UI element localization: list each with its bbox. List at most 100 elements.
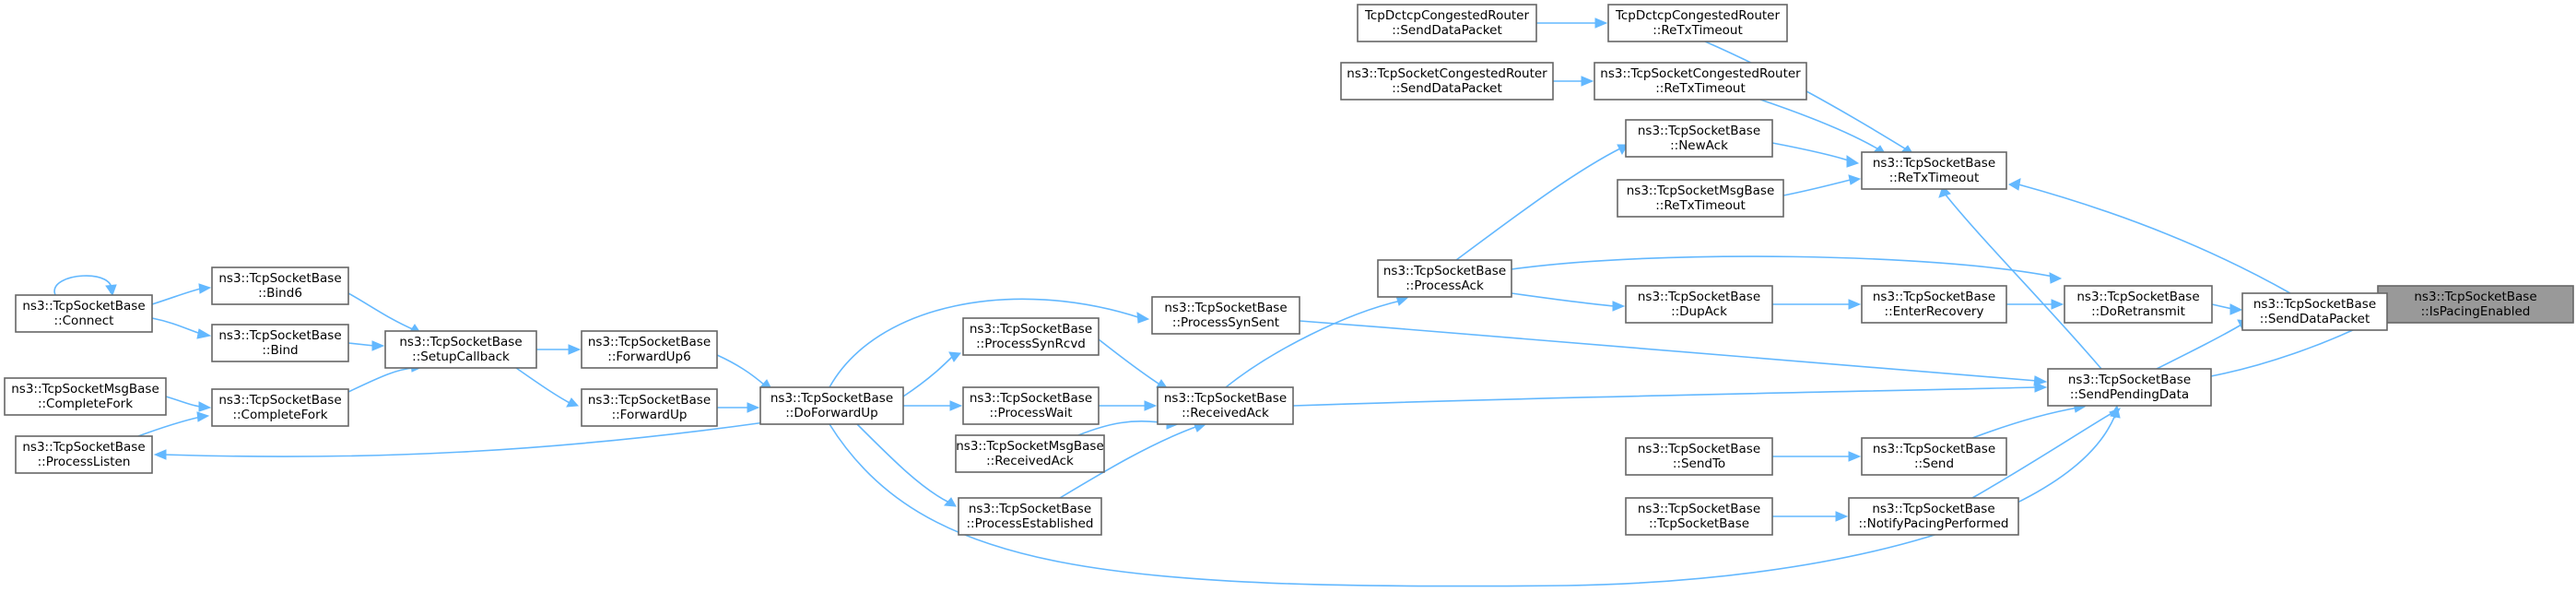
node-label-line1: ns3::TcpSocketCongestedRouter (1347, 66, 1547, 81)
node-label-line1: ns3::TcpSocketMsgBase (11, 382, 159, 397)
edge-line (347, 367, 416, 393)
node-sendpendingdata[interactable]: ns3::TcpSocketBase::SendPendingData (2047, 368, 2212, 407)
node-processlisten[interactable]: ns3::TcpSocketBase::ProcessListen (15, 435, 153, 474)
node-bind[interactable]: ns3::TcpSocketBase::Bind (211, 324, 349, 362)
node-label-line2: ::SendDataPacket (1392, 23, 1502, 38)
node-receivedack[interactable]: ns3::TcpSocketBase::ReceivedAck (1157, 386, 1294, 425)
edge-sdp-retx (2007, 178, 2291, 294)
edge-sendto-s (1772, 451, 1862, 462)
node-completefork[interactable]: ns3::TcpSocketBase::CompleteFork (211, 388, 349, 427)
node-box (1625, 285, 1773, 324)
node-processestablished[interactable]: ns3::TcpSocketBase::ProcessEstablished (958, 497, 1102, 536)
edge-line (1292, 386, 2038, 407)
node-send[interactable]: ns3::TcpSocketBase::Send (1861, 437, 2007, 476)
node-newack[interactable]: ns3::TcpSocketBase::NewAck (1625, 119, 1773, 158)
node-processsynsent[interactable]: ns3::TcpSocketBase::ProcessSynSent (1151, 296, 1300, 335)
node-label-line2: ::CompleteFork (232, 408, 327, 422)
node-ispacing[interactable]: ns3::TcpSocketBase::IsPacingEnabled (2377, 285, 2574, 324)
node-enterrecovery[interactable]: ns3::TcpSocketBase::EnterRecovery (1861, 285, 2007, 324)
edge-mcf-cf (165, 396, 212, 412)
node-forwardup[interactable]: ns3::TcpSocketBase::ForwardUp (581, 388, 718, 427)
node-ctor[interactable]: ns3::TcpSocketBase::TcpSocketBase (1625, 497, 1773, 536)
edge-con-b6 (151, 283, 212, 305)
edge-b6-setup (347, 292, 421, 334)
node-label-line1: ns3::TcpSocketBase (2253, 297, 2376, 312)
edge-line (902, 354, 955, 397)
node-label-line2: ::SendDataPacket (1392, 81, 1502, 96)
edge-dfu-wait (903, 400, 963, 411)
edge-fu6-dfu (716, 354, 772, 390)
edge-wait-rack (1099, 400, 1158, 411)
edges-layer (53, 18, 2391, 587)
node-doretransmit[interactable]: ns3::TcpSocketBase::DoRetransmit (2064, 285, 2213, 324)
node-sendto[interactable]: ns3::TcpSocketBase::SendTo (1625, 437, 1773, 476)
node-label-line1: ns3::TcpSocketBase (2414, 290, 2536, 304)
node-label-line2: ::SendDataPacket (2260, 312, 2370, 326)
node-msgbase_retx[interactable]: ns3::TcpSocketMsgBase::ReTxTimeout (1617, 179, 1784, 218)
node-box (1861, 151, 2007, 190)
node-label-line2: ::Bind6 (258, 286, 302, 301)
node-label-line1: ns3::TcpSocketBase (1638, 442, 1760, 456)
node-label-line1: ns3::TcpSocketBase (969, 502, 1091, 516)
node-label-line1: ns3::TcpSocketBase (1872, 502, 1994, 516)
edge-rcvd-rack (1098, 338, 1170, 390)
edge-pl-cf (137, 411, 210, 437)
node-label-line1: ns3::TcpSocketBase (218, 328, 341, 343)
node-box (955, 434, 1105, 473)
node-label-line2: ::ReTxTimeout (1655, 81, 1746, 96)
node-box (581, 330, 718, 369)
node-box (1625, 119, 1773, 158)
node-senddatapacket[interactable]: ns3::TcpSocketBase::SendDataPacket (2241, 292, 2388, 331)
node-box (1340, 62, 1554, 101)
node-box (1157, 386, 1294, 425)
node-label-line2: ::ForwardUp (612, 408, 688, 422)
node-processack[interactable]: ns3::TcpSocketBase::ProcessAck (1377, 259, 1512, 298)
node-label-line1: ns3::TcpSocketBase (1164, 301, 1287, 315)
edge-line (1511, 292, 1616, 307)
edge-dfu-est (856, 423, 957, 507)
node-connect[interactable]: ns3::TcpSocketBase::Connect (15, 294, 153, 333)
node-label-line1: ns3::TcpSocketBase (970, 391, 1092, 406)
node-msgbase_recvack[interactable]: ns3::TcpSocketMsgBase::ReceivedAck (955, 434, 1105, 473)
edge-line (2156, 324, 2242, 370)
node-dctcp_send[interactable]: TcpDctcpCongestedRouter::SendDataPacket (1357, 4, 1537, 42)
node-cong_retx[interactable]: ns3::TcpSocketCongestedRouter::ReTxTimeo… (1594, 62, 1807, 101)
edge-line (1059, 425, 1199, 499)
node-label-line2: ::EnterRecovery (1885, 304, 1984, 319)
node-label-line2: ::ProcessSynSent (1172, 315, 1279, 330)
edge-line (1455, 147, 1623, 261)
node-label-line2: ::IsPacingEnabled (2421, 304, 2531, 319)
node-doforwardup[interactable]: ns3::TcpSocketBase::DoForwardUp (759, 386, 904, 425)
node-cong_send[interactable]: ns3::TcpSocketCongestedRouter::SendDataP… (1340, 62, 1554, 101)
node-processsynrcvd[interactable]: ns3::TcpSocketBase::ProcessSynRcvd (962, 317, 1100, 356)
edge-line (1944, 193, 2102, 370)
edge-arrowhead (1581, 76, 1594, 87)
node-dupack[interactable]: ns3::TcpSocketBase::DupAck (1625, 285, 1773, 324)
edge-arrowhead (1848, 174, 1862, 185)
node-label-line2: ::ReTxTimeout (1653, 23, 1743, 38)
node-msgbase_completefork[interactable]: ns3::TcpSocketMsgBase::CompleteFork (4, 377, 167, 416)
edge-arrowhead (2007, 178, 2021, 191)
node-forwardup6[interactable]: ns3::TcpSocketBase::ForwardUp6 (581, 330, 718, 369)
node-label-line1: ns3::TcpSocketBase (1383, 264, 1506, 278)
node-label-line2: ::Bind (262, 343, 298, 358)
node-processwait[interactable]: ns3::TcpSocketBase::ProcessWait (962, 386, 1100, 425)
node-label-line2: ::SendPendingData (2070, 387, 2189, 402)
node-setupcallback[interactable]: ns3::TcpSocketBase::SetupCallback (384, 330, 537, 369)
node-box (1151, 296, 1300, 335)
node-dctcp_retx[interactable]: TcpDctcpCongestedRouter::ReTxTimeout (1607, 4, 1788, 42)
node-box (962, 386, 1100, 425)
node-bind6[interactable]: ns3::TcpSocketBase::Bind6 (211, 266, 349, 305)
node-label-line2: ::ForwardUp6 (607, 349, 690, 364)
node-label-line2: ::Send (1914, 456, 1954, 471)
node-box (4, 377, 167, 416)
node-box (1861, 437, 2007, 476)
edge-spd-sdp (2156, 319, 2250, 370)
node-box (15, 435, 153, 474)
node-notifypacing[interactable]: ns3::TcpSocketBase::NotifyPacingPerforme… (1848, 497, 2019, 536)
node-retxtimeout[interactable]: ns3::TcpSocketBase::ReTxTimeout (1861, 151, 2007, 190)
nodes-layer: ns3::TcpSocketBase::IsPacingEnabledns3::… (4, 4, 2574, 536)
edge-line (1704, 41, 1909, 151)
node-label-line1: ns3::TcpSocketBase (399, 335, 522, 349)
edge-arrowhead (2109, 408, 2122, 419)
